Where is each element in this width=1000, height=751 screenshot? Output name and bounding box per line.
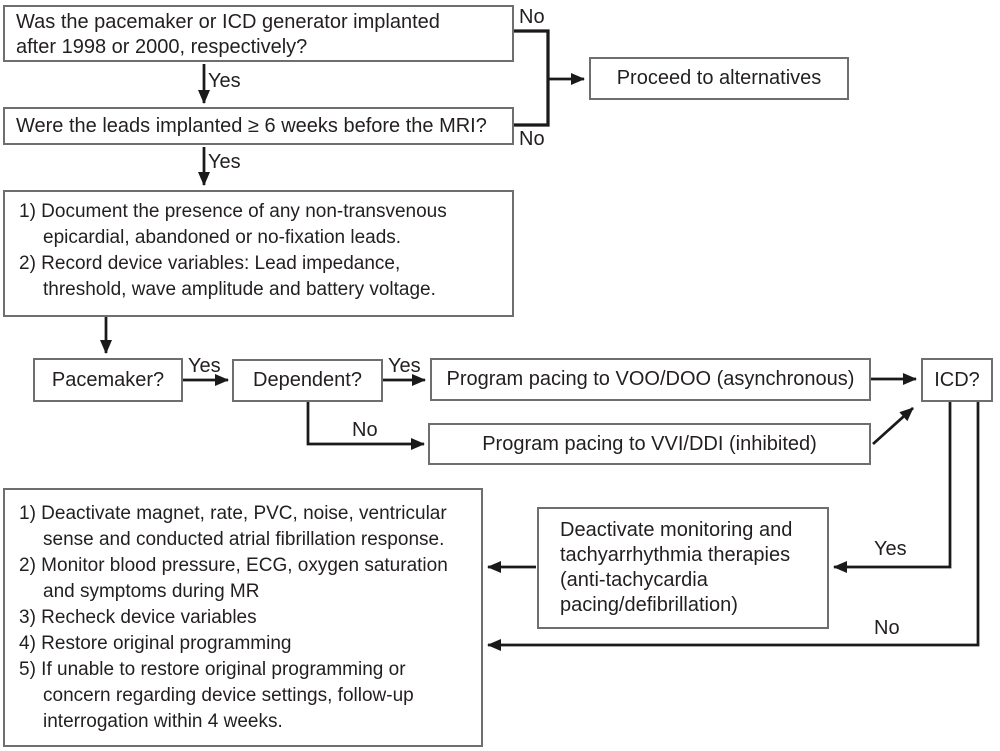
node-text-line: Program pacing to VVI/DDI (inhibited)	[482, 432, 817, 455]
edge-label-no-generator: No	[519, 6, 545, 28]
node-text-line: 5) If unable to restore original program…	[19, 659, 406, 680]
node-text-line: interrogation within 4 weeks.	[43, 711, 283, 732]
node-prepare-steps: 1) Document the presence of any non-tran…	[3, 190, 514, 317]
node-text-line: pacing/defibrillation)	[560, 594, 738, 616]
node-proceed-alternatives: Proceed to alternatives	[589, 57, 849, 100]
node-text-line: 1) Document the presence of any non-tran…	[19, 201, 447, 222]
node-question-generator: Was the pacemaker or ICD generator impla…	[3, 5, 514, 62]
edge-label-yes-leads: Yes	[208, 151, 241, 173]
node-text-line: and symptoms during MR	[43, 581, 260, 602]
node-pacemaker-question: Pacemaker?	[33, 358, 183, 402]
node-text-line: Were the leads implanted ≥ 6 weeks befor…	[16, 114, 487, 137]
node-text-line: 1) Deactivate magnet, rate, PVC, noise, …	[19, 503, 447, 524]
node-text-line: epicardial, abandoned or no-fixation lea…	[43, 227, 402, 248]
connector-no-bracket	[514, 29, 550, 127]
node-text-line: tachyarrhythmia therapies	[560, 544, 791, 566]
node-text-line: Program pacing to VOO/DOO (asynchronous)	[446, 368, 855, 390]
node-text-line: Proceed to alternatives	[616, 67, 822, 89]
node-text-line: concern regarding device settings, follo…	[43, 685, 414, 706]
node-text-line: ICD?	[934, 368, 980, 391]
arrow-vvi-to-icd	[872, 406, 914, 446]
edge-label-no-icd: No	[874, 617, 900, 639]
node-dependent-question: Dependent?	[232, 359, 383, 402]
edge-label-yes-dependent: Yes	[388, 355, 421, 377]
node-text-line: Dependent?	[253, 369, 362, 391]
node-program-vvi: Program pacing to VVI/DDI (inhibited)	[428, 423, 871, 465]
node-text-line: 4) Restore original programming	[19, 633, 292, 654]
node-program-voo: Program pacing to VOO/DOO (asynchronous)	[430, 358, 871, 401]
edge-label-yes-icd: Yes	[874, 538, 907, 560]
node-text-line: threshold, wave amplitude and battery vo…	[43, 279, 436, 300]
node-text-line: after 1998 or 2000, respectively?	[16, 36, 308, 58]
node-text-line: 2) Record device variables: Lead impedan…	[19, 253, 401, 274]
edge-label-yes-generator: Yes	[208, 70, 241, 92]
node-text-line: Pacemaker?	[51, 368, 165, 391]
node-icd-question: ICD?	[921, 358, 993, 402]
node-question-leads: Were the leads implanted ≥ 6 weeks befor…	[3, 107, 514, 145]
node-text-line: 2) Monitor blood pressure, ECG, oxygen s…	[19, 555, 448, 576]
node-text-line: sense and conducted atrial fibrillation …	[43, 529, 445, 550]
edge-label-no-leads: No	[519, 128, 545, 150]
edge-label-no-dependent: No	[352, 419, 378, 441]
node-text-line: Was the pacemaker or ICD generator impla…	[16, 11, 440, 33]
node-text-line: Deactivate monitoring and	[560, 519, 793, 541]
node-text-line: 3) Recheck device variables	[19, 607, 257, 628]
edge-label-yes-pacemaker: Yes	[188, 355, 221, 377]
node-text-line: (anti-tachycardia	[560, 569, 708, 591]
node-final-steps: 1) Deactivate magnet, rate, PVC, noise, …	[3, 488, 483, 747]
node-deactivate-therapies: Deactivate monitoring and tachyarrhythmi…	[537, 507, 829, 629]
